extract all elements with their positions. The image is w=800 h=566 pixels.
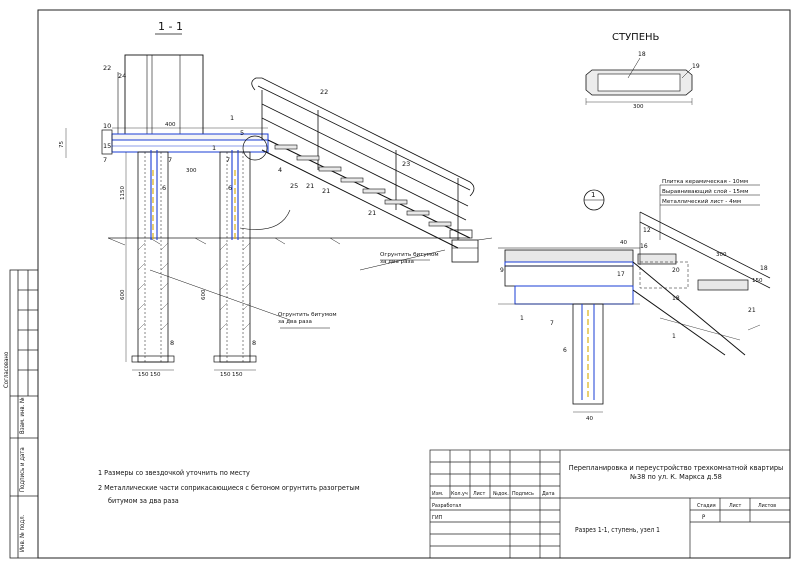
title-block <box>429 449 791 559</box>
dim-pile-b: 150 <box>150 372 161 378</box>
dim-u-r: 150 <box>752 278 763 284</box>
label-23: 23 <box>402 160 410 168</box>
stair-footing <box>451 237 493 263</box>
material-tile: Плитка керамическая - 10мм <box>662 179 748 185</box>
label-6b: 6 <box>228 184 232 192</box>
handrail <box>251 77 475 240</box>
dim-left-h: 75 <box>59 141 65 148</box>
label-8a: 8 <box>170 339 174 347</box>
dim-pile-d: 150 <box>232 372 243 378</box>
label-21a: 21 <box>306 182 314 190</box>
label-18c: 18 <box>760 265 768 272</box>
label-1c: 1 <box>520 315 524 322</box>
label-19: 19 <box>692 63 700 70</box>
label-18a: 18 <box>638 51 646 58</box>
callout-primer-left-text: Огрунтить битумом за два раза <box>278 312 337 325</box>
rev-h-list: Лист <box>473 491 485 497</box>
pile-left <box>131 150 175 363</box>
label-15: 15 <box>103 142 111 150</box>
tb-sheet-name: Разрез 1-1, ступень, узел 1 <box>575 526 660 534</box>
dim-u-top: 300 <box>716 252 727 258</box>
label-18b: 18 <box>672 295 680 302</box>
ground-line <box>107 237 460 246</box>
node-marker-number: 1 <box>591 191 595 199</box>
label-22a: 22 <box>103 64 111 72</box>
node1-detail <box>498 211 771 413</box>
stamp-agreed: Согласовано <box>3 351 10 388</box>
dim-v1: 1150 <box>120 186 126 200</box>
tb-stage-hdr: Стадия <box>697 503 716 509</box>
callout-stair: Огрунтить битумом за два раза <box>359 249 446 271</box>
dim-v3: 600 <box>201 289 207 300</box>
dim-top: 400 <box>165 122 176 128</box>
platform-slab <box>101 129 269 155</box>
label-7c: 7 <box>103 156 107 164</box>
tb-project: Перепланировка и переустройство трехкомн… <box>568 464 784 481</box>
dim-pile-a: 150 <box>138 372 149 378</box>
callout-left: Огрунтить битумом за два раза <box>149 269 337 329</box>
note-1: 1 Размеры со звездочкой уточнить по мест… <box>98 468 250 477</box>
tb-gip: ГИП <box>432 515 443 521</box>
label-7a: 7 <box>168 156 172 164</box>
label-10: 10 <box>103 122 111 130</box>
stamp-inv-orig: Инв. № подл. <box>19 514 26 552</box>
section-title: 1 - 1 <box>158 20 183 33</box>
rev-h-izm: Изм. <box>432 491 444 497</box>
rev-h-date: Дата <box>542 491 555 497</box>
steps <box>274 144 473 239</box>
label-16: 16 <box>640 243 648 250</box>
label-20: 20 <box>672 267 680 274</box>
dim-u-w: 40 <box>620 240 627 246</box>
dim-mid: 300 <box>186 168 197 174</box>
dim-step-w: 300 <box>633 104 644 110</box>
side-stamp <box>9 269 39 559</box>
label-21b: 21 <box>322 187 330 195</box>
material-metal: Металлический лист - 4мм <box>662 198 741 205</box>
label-7b: 7 <box>226 156 230 164</box>
label-8b: 8 <box>252 339 256 347</box>
label-7d: 7 <box>550 320 554 327</box>
rev-h-kol: Кол.уч <box>451 491 468 497</box>
label-17: 17 <box>617 271 625 278</box>
rev-h-sign: Подпись <box>512 491 534 497</box>
dim-lines <box>65 127 268 371</box>
rev-h-doc: №док. <box>493 491 509 497</box>
label-6a: 6 <box>162 184 166 192</box>
dim-u-pile: 40 <box>586 416 593 422</box>
label-4: 4 <box>278 166 282 174</box>
pile-right <box>213 150 257 363</box>
label-24: 24 <box>118 72 126 80</box>
dim-pile-c: 150 <box>220 372 231 378</box>
label-21c: 21 <box>368 209 376 217</box>
stamp-inv-replace: Взам. инв. № <box>19 397 26 434</box>
tb-sheet-hdr: Лист <box>729 503 741 509</box>
node-marker <box>583 189 605 211</box>
tb-stage: Р <box>702 514 706 521</box>
note-2-cont: битумом за два раза <box>108 496 179 505</box>
materials-legend <box>659 184 760 240</box>
label-6c: 6 <box>563 347 567 354</box>
label-5: 5 <box>240 129 244 137</box>
label-9: 9 <box>500 267 504 274</box>
label-12: 12 <box>643 227 651 234</box>
tb-developed: Разработал <box>432 502 461 509</box>
node-circle-section <box>242 135 268 161</box>
pile-hatching <box>137 242 251 331</box>
label-1b: 1 <box>212 144 216 152</box>
note-2: 2 Металлические части соприкасающиеся с … <box>98 483 360 492</box>
step-detail <box>585 57 693 105</box>
step-title: СТУПЕНЬ <box>612 32 660 43</box>
stamp-sign-date: Подпись и дата <box>19 447 26 492</box>
label-1d: 1 <box>672 333 676 340</box>
callout-primer-text: Огрунтить битумом за два раза <box>380 252 439 265</box>
label-21d: 21 <box>748 307 756 314</box>
label-1a: 1 <box>230 114 234 122</box>
label-22b: 22 <box>320 88 328 96</box>
label-25: 25 <box>290 182 298 190</box>
leader-arc <box>239 209 291 230</box>
material-level: Выравнивающий слой - 15мм <box>662 188 748 195</box>
dim-v2: 600 <box>120 289 126 300</box>
tb-sheets-hdr: Листов <box>758 503 776 509</box>
